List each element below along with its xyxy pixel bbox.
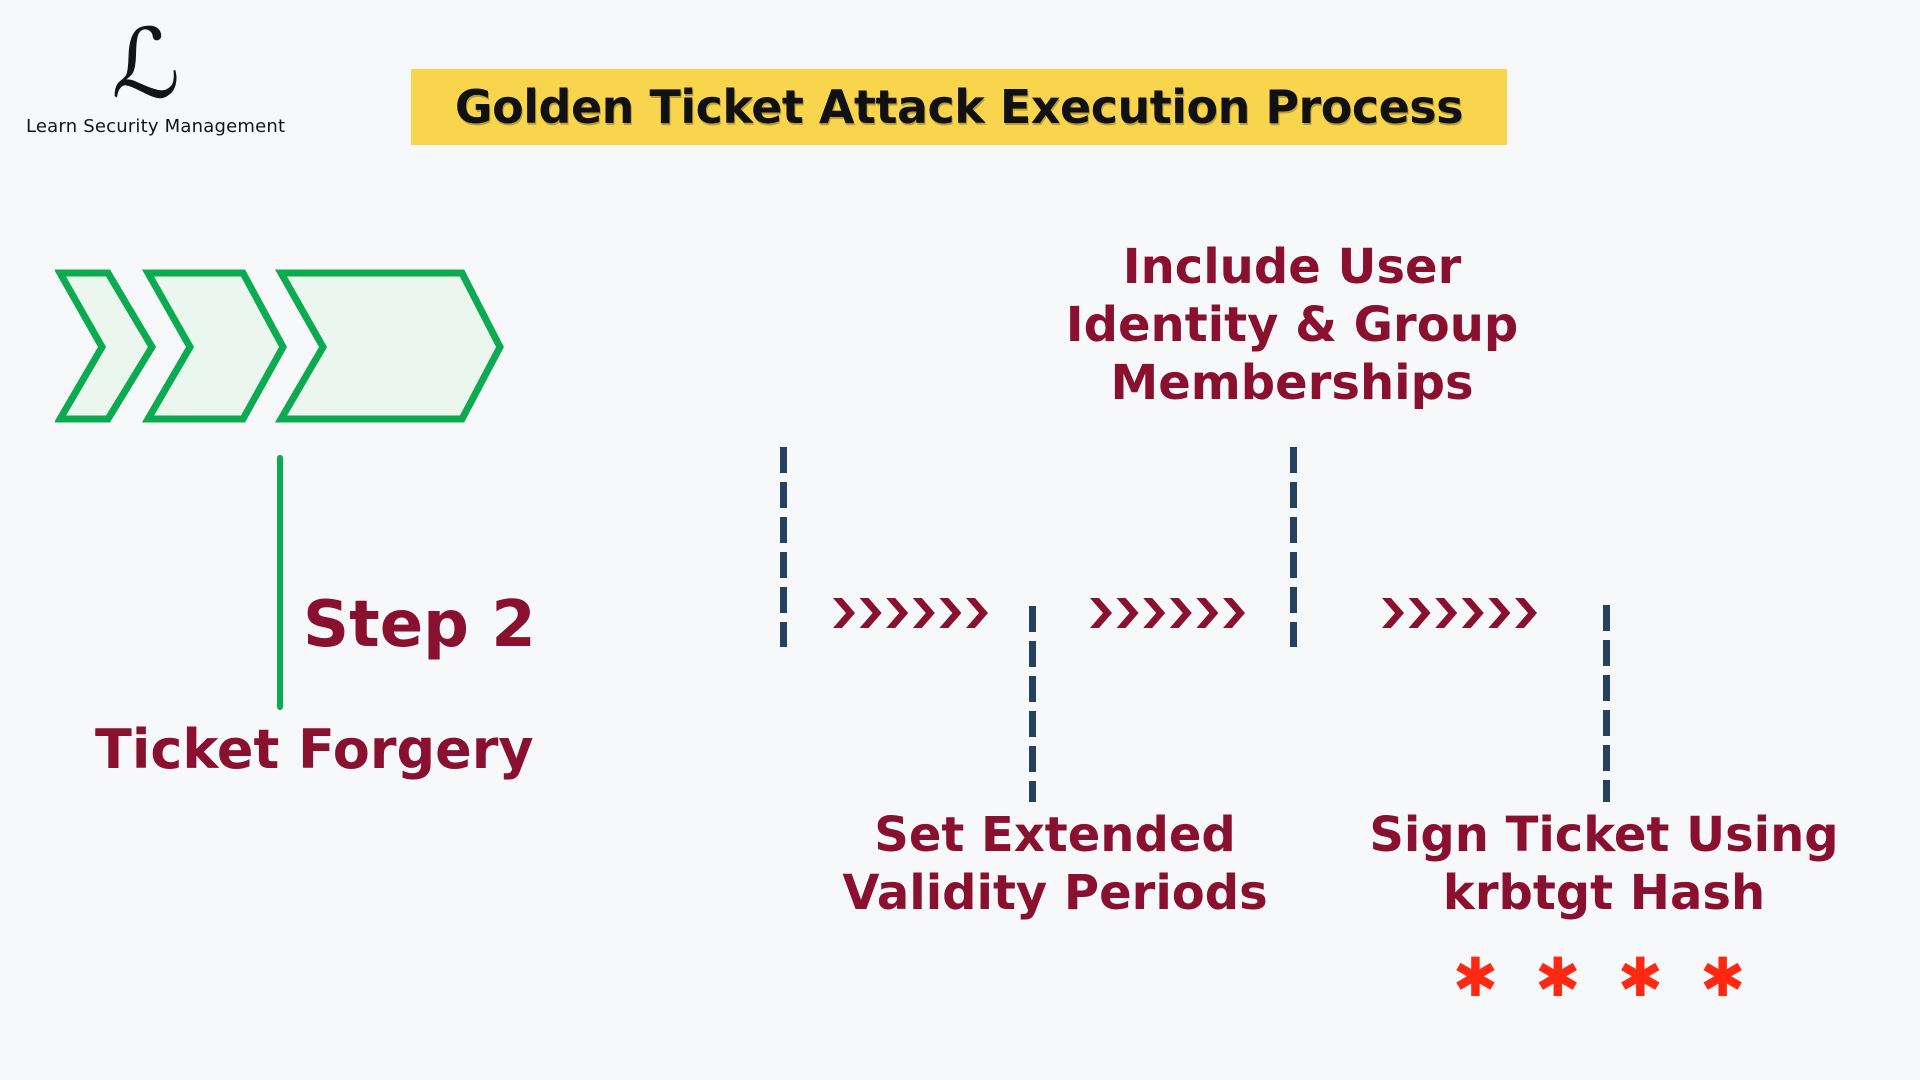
substep-label-set-extended-validity: Set Extended Validity Periods: [842, 807, 1268, 921]
step-number-label: Step 2: [303, 588, 536, 662]
step-name-label: Ticket Forgery: [95, 718, 534, 781]
krbtgt-hash-asterisks: ✱ ✱ ✱ ✱: [1452, 946, 1756, 1009]
substep-label-sign-ticket-krbtgt: Sign Ticket Using krbtgt Hash: [1369, 807, 1839, 921]
flow-arrows-icon: [833, 598, 988, 628]
progress-chevrons-icon: [55, 269, 504, 423]
dashed-connector-start: [780, 447, 787, 647]
dashed-connector-set-extended: [1029, 606, 1036, 802]
flow-arrows-icon: [1382, 598, 1537, 628]
logo-name: Learn Security Management: [26, 116, 286, 137]
flow-arrows-icon: [1090, 598, 1245, 628]
page-title: Golden Ticket Attack Execution Process: [454, 80, 1464, 134]
logo: ℒ Learn Security Management: [26, 8, 286, 137]
substep-label-include-user-identity: Include User Identity & Group Membership…: [1065, 239, 1519, 411]
dashed-connector-sign-ticket: [1603, 605, 1610, 802]
logo-script-l-icon: ℒ: [111, 8, 181, 120]
dashed-connector-include-user: [1290, 447, 1297, 647]
title-banner: Golden Ticket Attack Execution Process: [411, 69, 1507, 145]
step-pointer-line: [277, 455, 283, 710]
